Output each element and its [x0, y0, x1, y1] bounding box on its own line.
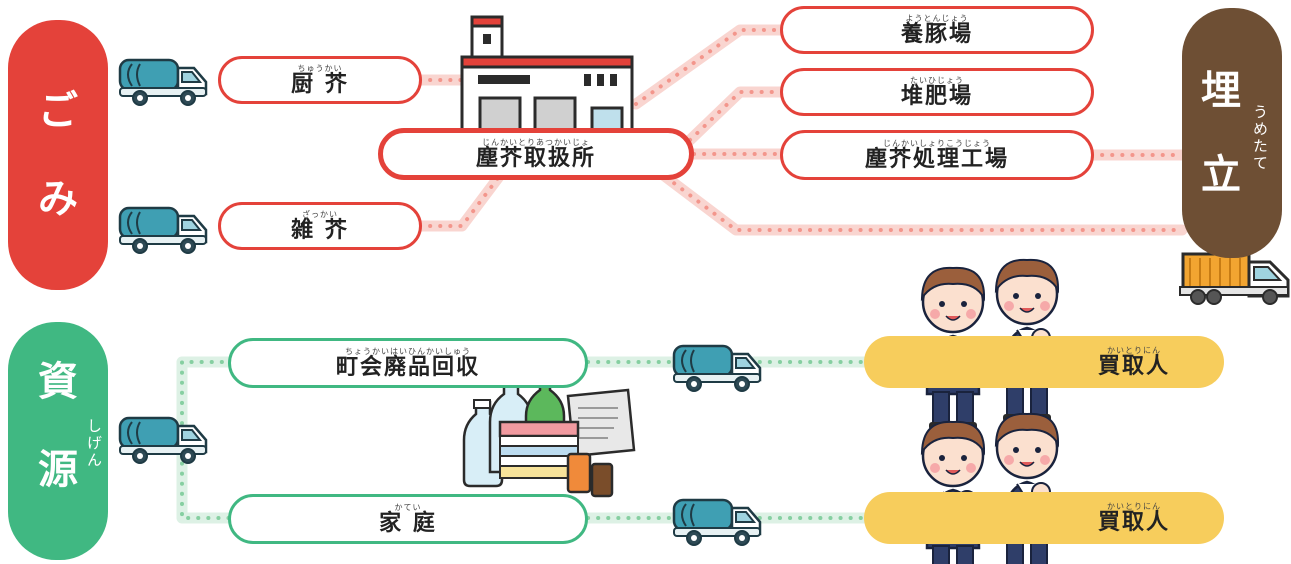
node-label: 家 庭 [379, 510, 437, 536]
node-jinkai-toriatsukai: じんかいとりあつかいじょ 塵芥取扱所 [378, 128, 694, 180]
node-chukai: ちゅうかい 厨 芥 [218, 56, 422, 104]
gomi-char-2: み [38, 176, 78, 222]
garbage-truck-icon [118, 206, 208, 255]
node-katei: かてい 家 庭 [228, 494, 588, 544]
furigana: たいひじょう [910, 75, 964, 85]
garbage-truck-icon [672, 498, 762, 547]
node-yotonjo: ようとんじょう 養豚場 [780, 6, 1094, 54]
garbage-truck-icon [118, 416, 208, 465]
furigana: ちょうかいはいひんかいしゅう [345, 346, 471, 356]
gomi-category: ご み [8, 20, 108, 290]
umetate-char-2: 立 [1201, 152, 1241, 198]
node-kaitori-1: かいとりにん 買取人 [864, 336, 1224, 388]
node-label: 厨 芥 [291, 71, 349, 97]
node-label: 堆肥場 [900, 83, 973, 109]
node-jinkai-shori: じんかいしょりこうじょう 塵芥処理工場 [780, 130, 1094, 180]
node-label: 買取人 [1097, 353, 1170, 379]
node-chokai-haihin: ちょうかいはいひんかいしゅう 町会廃品回収 [228, 338, 588, 388]
garbage-truck-icon [672, 344, 762, 393]
furigana: じんかいしょりこうじょう [883, 138, 991, 148]
node-label: 買取人 [1097, 509, 1170, 535]
shigen-char-2: 源 [38, 447, 78, 493]
garbage-truck-icon [118, 58, 208, 107]
shigen-furigana: しげん [85, 418, 103, 469]
gomi-char-1: ご [38, 88, 78, 134]
node-kaitori-2: かいとりにん 買取人 [864, 492, 1224, 544]
furigana: かいとりにん [1107, 345, 1161, 355]
node-label: 雑 芥 [291, 217, 349, 243]
furigana: じんかいとりあつかいじょ [482, 137, 590, 147]
furigana: ざっかい [302, 209, 338, 219]
node-taihijo: たいひじょう 堆肥場 [780, 68, 1094, 116]
shigen-category: 資 源 しげん [8, 322, 108, 560]
recyclables-icon [462, 374, 636, 498]
dump-truck-icon [1179, 252, 1290, 305]
furigana: かてい [394, 502, 422, 512]
node-label: 養豚場 [900, 21, 973, 47]
red-connection-lines [414, 24, 1188, 236]
node-label: 塵芥取扱所 [475, 145, 596, 171]
umetate-furigana: うめたて [1251, 104, 1269, 172]
umetate-category: 埋 立 うめたて [1182, 8, 1282, 258]
factory-icon [460, 15, 634, 137]
node-label: 塵芥処理工場 [864, 146, 1009, 172]
node-label: 町会廃品回収 [335, 354, 480, 380]
umetate-char-1: 埋 [1201, 68, 1241, 114]
furigana: かいとりにん [1107, 501, 1161, 511]
furigana: ようとんじょう [905, 13, 969, 23]
shigen-char-1: 資 [38, 359, 78, 405]
node-zakkai: ざっかい 雑 芥 [218, 202, 422, 250]
furigana: ちゅうかい [297, 63, 343, 73]
